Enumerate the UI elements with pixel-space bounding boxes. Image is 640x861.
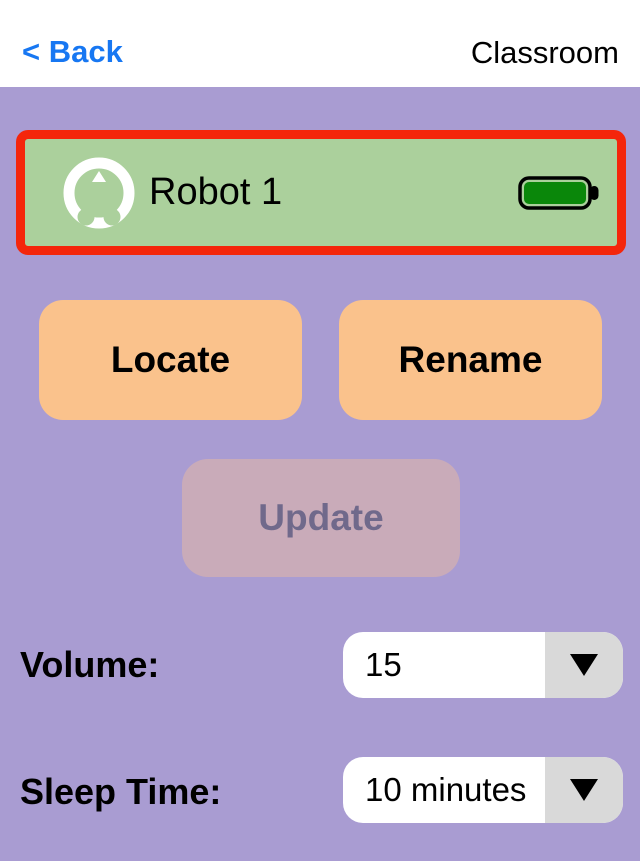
robot-icon xyxy=(63,157,135,228)
robot-card-selected[interactable]: Robot 1 xyxy=(16,130,626,255)
robot-name: Robot 1 xyxy=(149,171,283,213)
volume-label: Volume: xyxy=(20,644,160,685)
rename-button[interactable]: Rename xyxy=(339,300,602,420)
nav-bar: < Back Classroom xyxy=(0,0,640,87)
chevron-down-icon xyxy=(545,632,623,698)
sleep-time-label: Sleep Time: xyxy=(20,771,222,812)
chevron-down-icon xyxy=(545,757,623,823)
sleep-time-value: 10 minutes xyxy=(365,771,527,808)
locate-button[interactable]: Locate xyxy=(39,300,302,420)
battery-icon xyxy=(518,175,599,210)
update-button[interactable]: Update xyxy=(182,459,460,577)
back-button[interactable]: < Back xyxy=(22,34,123,69)
volume-dropdown[interactable]: 15 xyxy=(343,632,623,698)
sleep-time-dropdown[interactable]: 10 minutes xyxy=(343,757,623,823)
page-title: Classroom xyxy=(470,35,619,70)
volume-value: 15 xyxy=(365,646,402,683)
